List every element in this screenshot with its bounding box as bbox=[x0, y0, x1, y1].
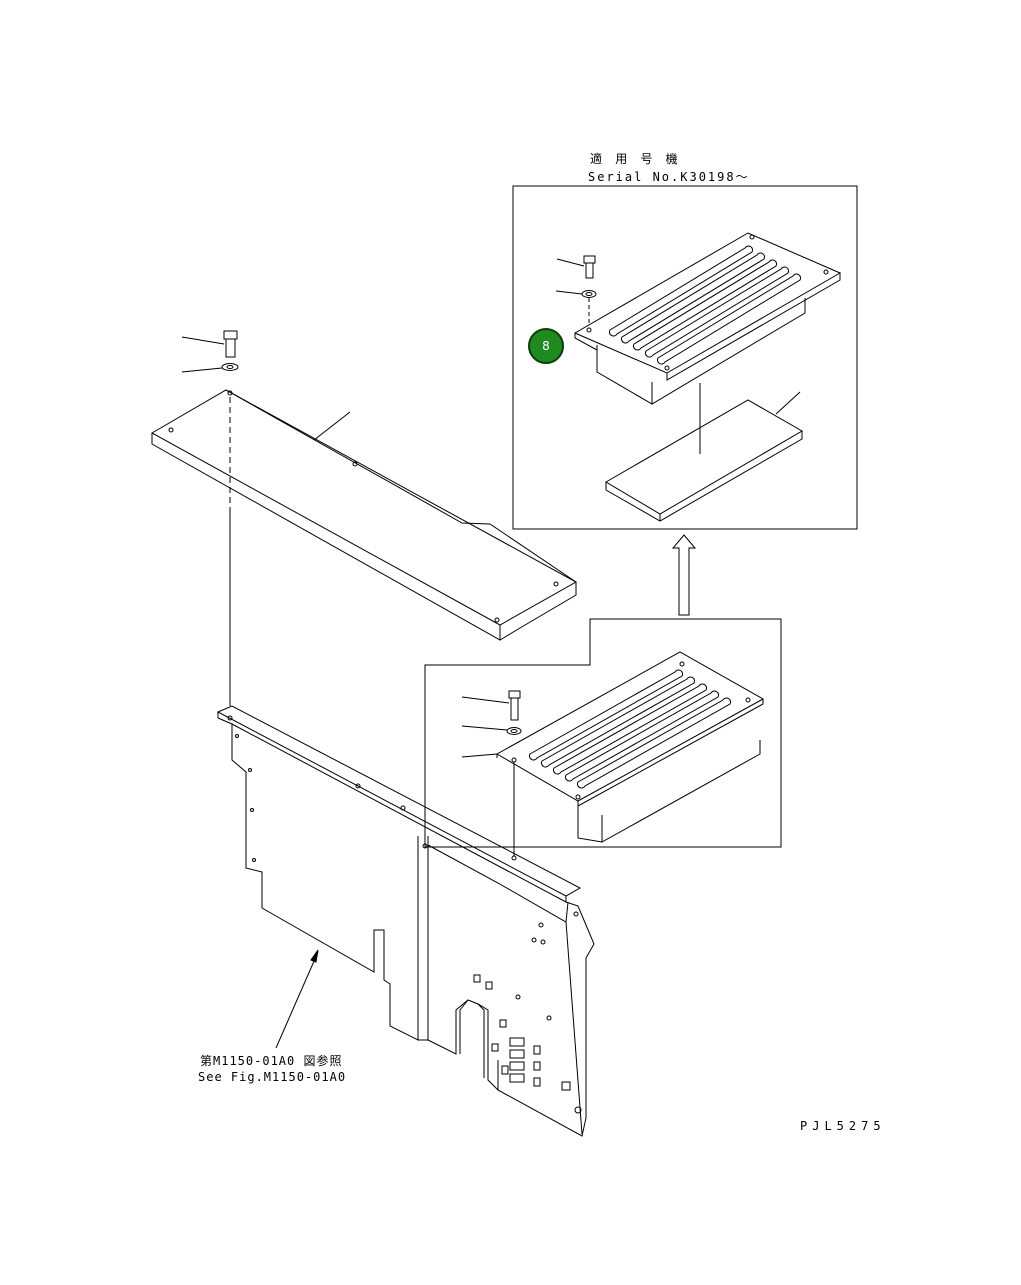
washer-icon bbox=[181, 363, 239, 373]
washer-icon bbox=[461, 725, 522, 735]
arrow-up-icon bbox=[671, 534, 697, 616]
bolt-icon bbox=[556, 255, 596, 279]
side-panel-assembly bbox=[216, 705, 595, 1137]
see-fig-en: See Fig.M1150-01A0 bbox=[198, 1070, 347, 1084]
see-fig-jp: 第M1150-01A0 図参照 bbox=[200, 1054, 343, 1068]
seal-pad bbox=[605, 383, 803, 522]
top-cover-panel bbox=[150, 389, 578, 706]
grille-cover-upper bbox=[573, 232, 842, 405]
inset-frame-lower bbox=[424, 618, 782, 848]
serial-header-jp: 適 用 号 機 bbox=[590, 152, 681, 166]
serial-header-en: Serial No.K30198～ bbox=[588, 170, 750, 184]
inset-frame-upper bbox=[512, 185, 858, 530]
bolt-icon bbox=[461, 690, 521, 721]
grille-cover-lower bbox=[461, 651, 765, 856]
drawing-code: PJL5275 bbox=[800, 1119, 886, 1133]
callout-badge-8[interactable]: 8 bbox=[528, 328, 564, 364]
washer-icon bbox=[555, 290, 597, 326]
leader-arrow bbox=[275, 949, 319, 1049]
bolt-icon bbox=[181, 330, 238, 358]
